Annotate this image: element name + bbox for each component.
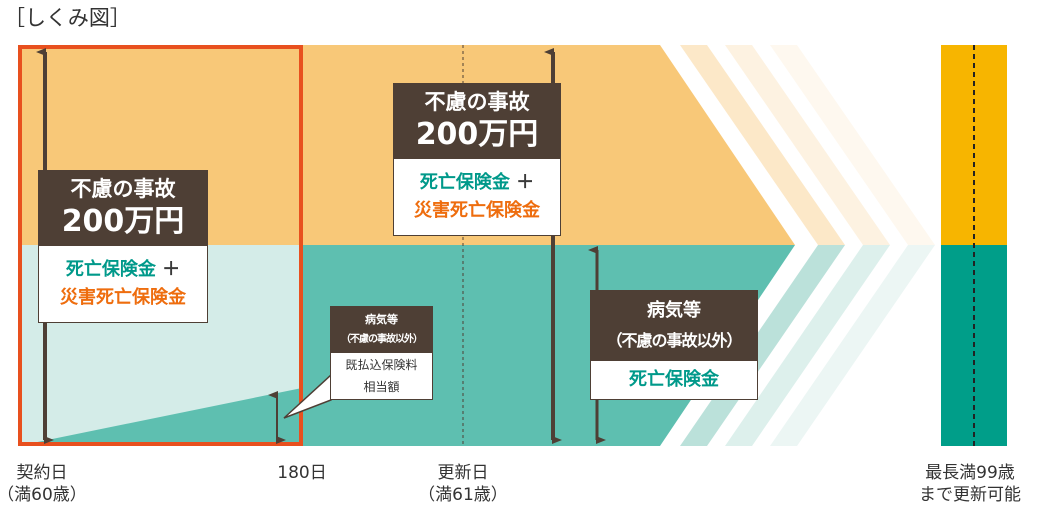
premium-refund-label-2: 相当額 xyxy=(363,380,400,394)
renewal-age-text: （満61歳） xyxy=(418,485,508,505)
box-heading: 病気等 xyxy=(365,313,398,326)
box-body: 死亡保険金 xyxy=(591,361,757,398)
box-amount: 200万円 xyxy=(61,204,185,239)
box-heading: 不慮の事故 xyxy=(70,177,176,201)
label-180-days: 180日 xyxy=(277,463,327,483)
benefit-box-renewal: 不慮の事故 200万円 死亡保険金 ＋ 災害死亡保険金 xyxy=(393,83,561,236)
plus-sign: ＋ xyxy=(516,172,535,193)
chevron-stripe-3-top xyxy=(770,45,935,245)
box-heading: 病気等 xyxy=(647,300,701,321)
renewal-date-text: 更新日 xyxy=(437,463,489,483)
illness-box-renewal: 病気等 （不慮の事故以外） 死亡保険金 xyxy=(590,290,758,400)
label-max-renewal: 最長満99歳 まで更新可能 xyxy=(900,462,1040,506)
illness-box-first-period: 病気等 （不慮の事故以外） 既払込保険料 相当額 xyxy=(330,306,433,400)
accident-death-benefit-label: 災害死亡保険金 xyxy=(60,287,186,308)
box-header: 不慮の事故 200万円 xyxy=(394,84,560,159)
first-180-days-highlight xyxy=(18,45,303,446)
renewable-text: まで更新可能 xyxy=(919,485,1021,505)
box-body: 死亡保険金 ＋ 災害死亡保険金 xyxy=(39,246,207,312)
box-heading: 不慮の事故 xyxy=(424,90,530,114)
accident-death-benefit-label: 災害死亡保険金 xyxy=(414,200,540,221)
plus-sign: ＋ xyxy=(162,259,181,280)
label-contract-date: 契約日 （満60歳） xyxy=(0,462,90,506)
chevron-stripe-2-bottom xyxy=(725,245,890,446)
box-body: 死亡保険金 ＋ 災害死亡保険金 xyxy=(394,159,560,225)
diagram-title: ［しくみ図］ xyxy=(4,6,131,30)
box-amount: 200万円 xyxy=(415,117,539,152)
chevron-stripe-2-top xyxy=(725,45,890,245)
chevron-stripe-3-bottom xyxy=(770,245,935,446)
box-body: 既払込保険料 相当額 xyxy=(331,353,432,398)
box-subheading: （不慮の事故以外） xyxy=(606,331,742,350)
max-age-text: 最長満99歳 xyxy=(925,463,1015,483)
death-benefit-label: 死亡保険金 xyxy=(65,259,156,280)
chevron-stripe-1-top xyxy=(680,45,845,245)
premium-refund-wedge xyxy=(18,388,302,446)
contract-age-text: （満60歳） xyxy=(0,485,87,505)
box-subheading: （不慮の事故以外） xyxy=(341,334,423,345)
premium-refund-label: 既払込保険料 xyxy=(345,358,418,372)
box-header: 病気等 （不慮の事故以外） xyxy=(591,291,757,361)
benefit-box-first-period: 不慮の事故 200万円 死亡保険金 ＋ 災害死亡保険金 xyxy=(38,170,208,323)
death-benefit-label: 死亡保険金 xyxy=(419,172,510,193)
contract-date-text: 契約日 xyxy=(16,463,68,483)
box-header: 病気等 （不慮の事故以外） xyxy=(331,307,432,353)
label-renewal-date: 更新日 （満61歳） xyxy=(415,462,511,506)
box-header: 不慮の事故 200万円 xyxy=(39,171,207,246)
